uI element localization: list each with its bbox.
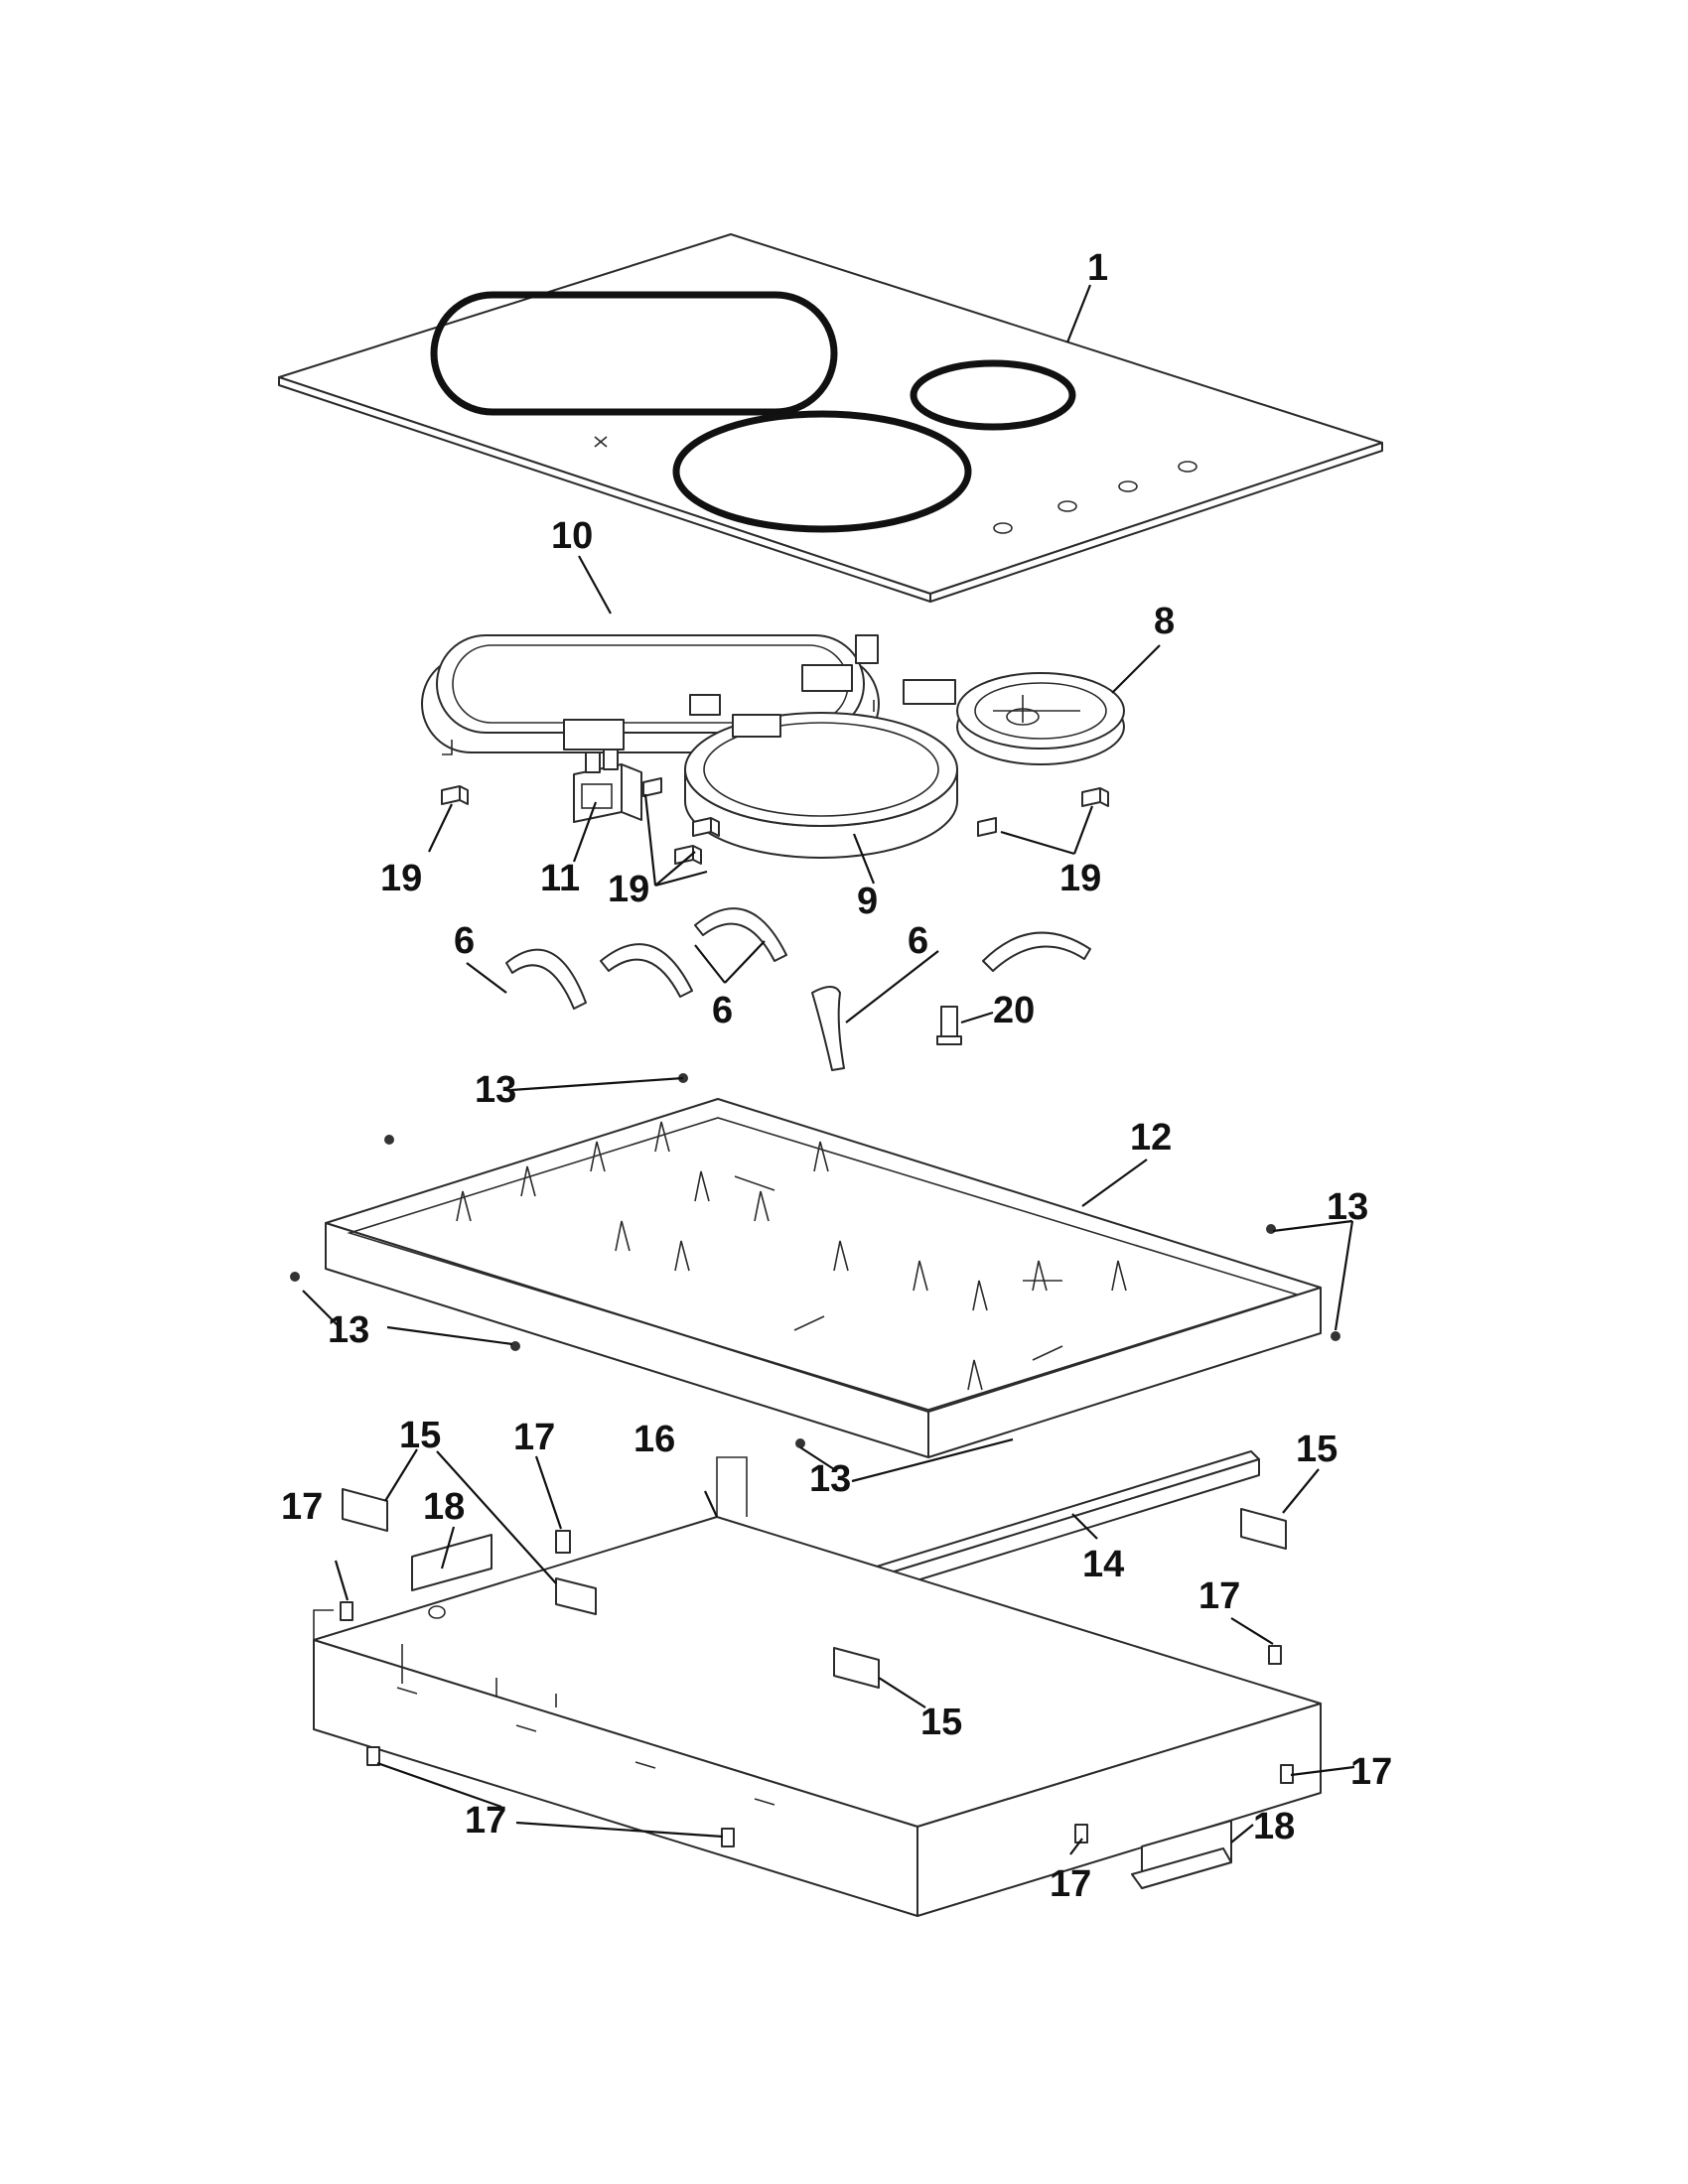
screws <box>290 1073 1340 1448</box>
small-round-heating-element <box>903 672 1125 765</box>
terminal-block <box>573 749 642 823</box>
leader-lines <box>302 284 1355 1855</box>
callout-13: 13 <box>328 1309 369 1351</box>
callout-17: 17 <box>1198 1575 1240 1617</box>
callout-19: 19 <box>380 858 422 899</box>
callout-6: 6 <box>454 920 475 962</box>
element-straps <box>505 907 1091 1071</box>
callout-13: 13 <box>475 1069 516 1111</box>
callout-17: 17 <box>513 1417 555 1458</box>
corner-brackets <box>342 1488 1287 1689</box>
callout-20: 20 <box>993 990 1035 1031</box>
callout-17: 17 <box>281 1486 323 1528</box>
callout-8: 8 <box>1154 601 1175 642</box>
callout-15: 15 <box>1296 1429 1337 1470</box>
callout-15: 15 <box>399 1415 441 1456</box>
callout-9: 9 <box>857 881 878 922</box>
mounting-brackets <box>441 777 1109 865</box>
callout-11: 11 <box>540 858 580 899</box>
callout-14: 14 <box>1082 1544 1124 1585</box>
end-shields <box>411 1534 1232 1889</box>
inner-pan-tray <box>325 1098 1322 1458</box>
callout-17: 17 <box>1350 1751 1392 1793</box>
callout-6: 6 <box>712 990 733 1031</box>
callout-18: 18 <box>423 1486 465 1528</box>
callout-17: 17 <box>1050 1863 1091 1905</box>
callout-19: 19 <box>1059 858 1101 899</box>
callout-16: 16 <box>633 1419 675 1460</box>
callout-12: 12 <box>1130 1117 1172 1159</box>
callout-13: 13 <box>1327 1186 1368 1228</box>
callout-6: 6 <box>908 920 928 962</box>
cooktop-glass-top <box>278 233 1383 603</box>
large-round-heating-element <box>684 712 958 859</box>
callout-1: 1 <box>1087 247 1108 289</box>
callout-18: 18 <box>1253 1806 1295 1847</box>
callout-10: 10 <box>551 515 593 557</box>
callout-17: 17 <box>465 1800 506 1842</box>
callout-13: 13 <box>809 1458 851 1500</box>
callout-19: 19 <box>608 869 649 910</box>
callout-15: 15 <box>920 1702 962 1743</box>
clip-part <box>936 1006 962 1045</box>
callout-labels: 1 10 8 19 11 19 9 19 6 6 6 20 13 12 13 1… <box>281 247 1392 1905</box>
